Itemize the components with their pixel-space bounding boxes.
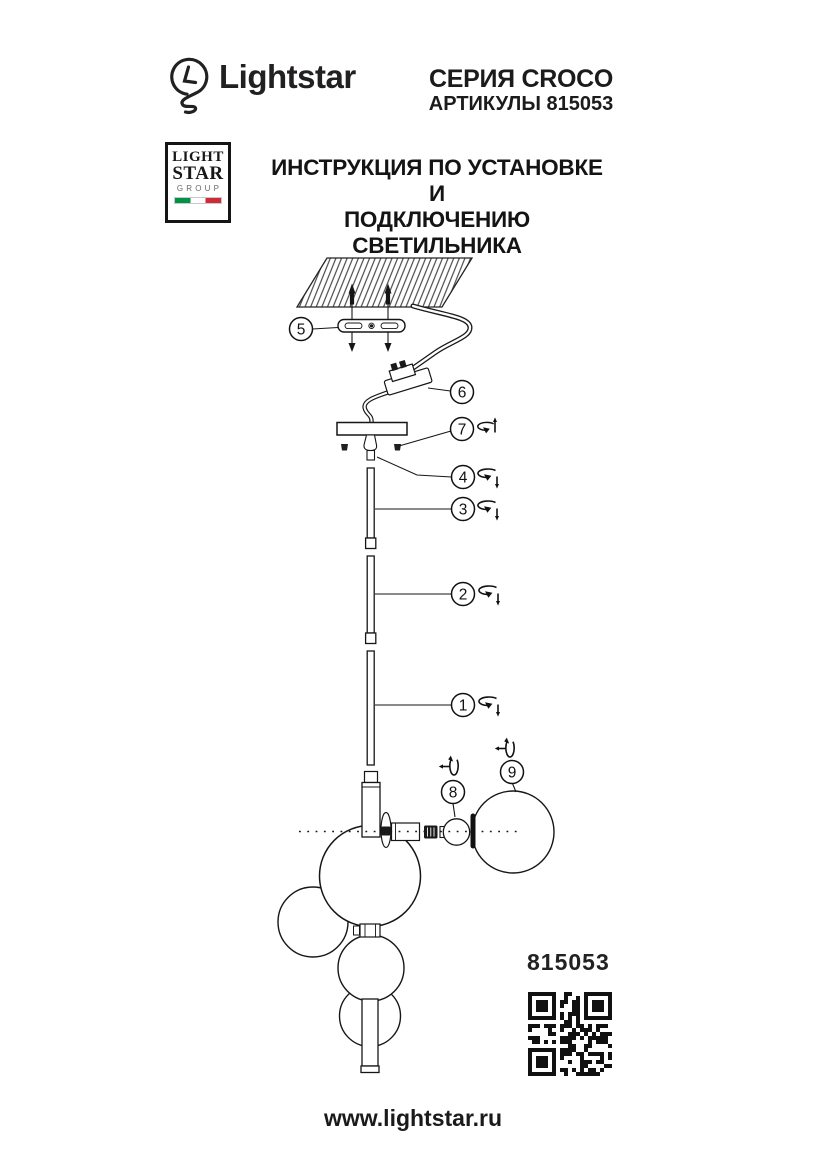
page-title: ИНСТРУКЦИЯ ПО УСТАНОВКЕ И ПОДКЛЮЧЕНИЮ СВ… [262, 155, 612, 259]
callout-2: 2 [450, 581, 476, 607]
rotate-screw-icons [437, 416, 516, 776]
svg-text:4: 4 [459, 469, 468, 486]
rotate-screw-horizontal-icon [493, 736, 516, 758]
svg-text:9: 9 [508, 764, 517, 781]
callout-3: 3 [450, 496, 476, 522]
svg-text:6: 6 [458, 384, 467, 401]
glass-sphere-cluster [277, 824, 422, 1074]
page-title-line2: ПОДКЛЮЧЕНИЮ СВЕТИЛЬНИКА [343, 207, 531, 258]
svg-text:8: 8 [449, 784, 458, 801]
ceiling-canopy [336, 421, 408, 461]
article-number: 815053 [527, 949, 610, 975]
brand-wordmark: Lightstar [219, 58, 356, 95]
rotate-screw-horizontal-icon [437, 754, 460, 776]
articles-title: АРТИКУЛЫ 815053 [428, 93, 614, 115]
rotate-screw-down-icon [478, 585, 501, 607]
svg-text:2: 2 [459, 586, 468, 603]
mounting-bracket [337, 318, 406, 333]
bulb-thread-base [381, 813, 476, 849]
terminal-block [383, 360, 433, 396]
callout-7: 7 [449, 416, 475, 442]
italian-flag-stripe [174, 197, 222, 204]
website-url: www.lightstar.ru [323, 1105, 503, 1131]
rotate-screw-down-icon [477, 500, 500, 522]
svg-text:1: 1 [459, 697, 468, 714]
svg-text:7: 7 [458, 421, 467, 438]
svg-text:3: 3 [459, 501, 468, 518]
lightstar-bulb-icon [170, 57, 209, 115]
group-logo-line2: STAR [172, 163, 224, 184]
ceiling-hatched-surface [295, 257, 474, 308]
series-header: СЕРИЯ CROCO АРТИКУЛЫ 815053 [404, 66, 638, 116]
callout-leader-lines [312, 326, 517, 818]
mains-cable [362, 303, 473, 425]
callout-8: 8 [440, 779, 466, 805]
callout-6: 6 [449, 379, 475, 405]
page-title-line1: ИНСТРУКЦИЯ ПО УСТАНОВКЕ И [271, 155, 603, 206]
qr-code [527, 991, 613, 1077]
rotate-screw-up-icon [476, 416, 498, 435]
glass-sphere-item9 [471, 790, 555, 874]
rotate-screw-down-icon [478, 696, 501, 718]
socket-assembly [361, 770, 555, 874]
light-bulb [442, 818, 471, 846]
suspension-rod [364, 467, 377, 766]
callouts: 5 6 7 4 3 2 1 8 9 [288, 316, 525, 805]
callout-9: 9 [499, 759, 525, 785]
callout-5: 5 [288, 316, 314, 342]
callout-1: 1 [450, 692, 476, 718]
svg-text:5: 5 [297, 321, 306, 338]
group-logo-line1: LIGHT [172, 149, 224, 165]
group-logo-line3: GROUP [176, 184, 223, 193]
series-title: СЕРИЯ CROCO [428, 65, 614, 93]
sphere-neck-ring [470, 813, 476, 849]
rotate-screw-down-icon [477, 468, 500, 490]
callout-4: 4 [450, 464, 476, 490]
lightstar-group-logo: LIGHT STAR GROUP [165, 142, 231, 223]
